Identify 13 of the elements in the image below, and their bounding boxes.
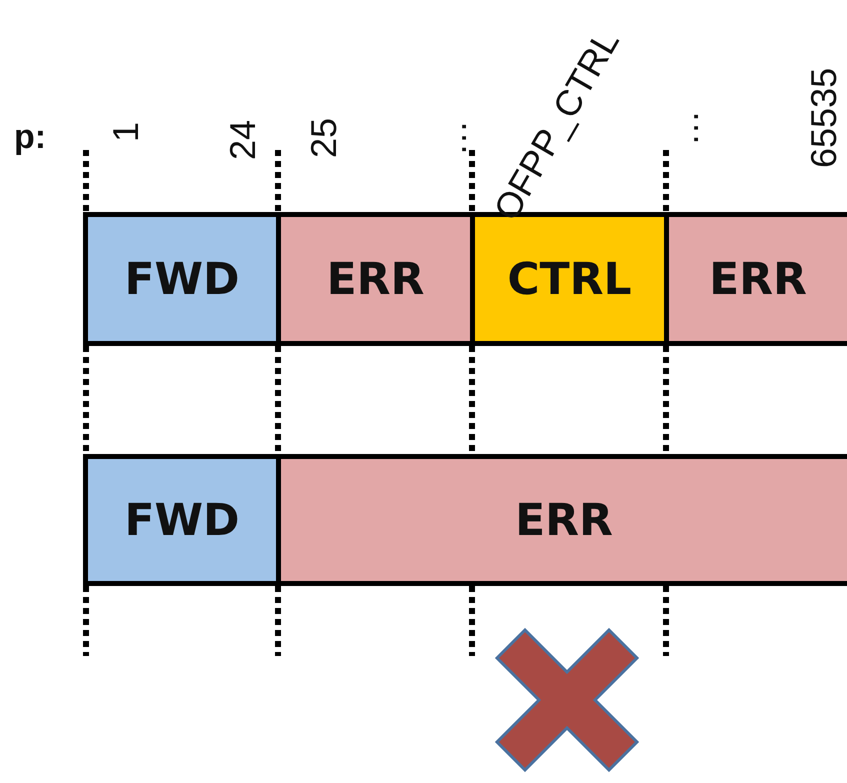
port-number: 24 <box>225 120 261 160</box>
port-number: 25 <box>306 118 342 158</box>
port-axis-label: p: <box>14 120 46 154</box>
control-segment: CTRL <box>475 212 669 346</box>
port-number: 65535 <box>806 68 842 168</box>
error-segment: ERR <box>669 212 847 346</box>
error-segment: ERR <box>281 454 847 586</box>
forward-segment: FWD <box>83 454 281 586</box>
ellipsis: … <box>436 120 472 156</box>
port-number: 1 <box>108 122 144 142</box>
error-segment: ERR <box>281 212 475 346</box>
ellipsis: … <box>668 110 704 146</box>
forward-segment: FWD <box>83 212 281 346</box>
